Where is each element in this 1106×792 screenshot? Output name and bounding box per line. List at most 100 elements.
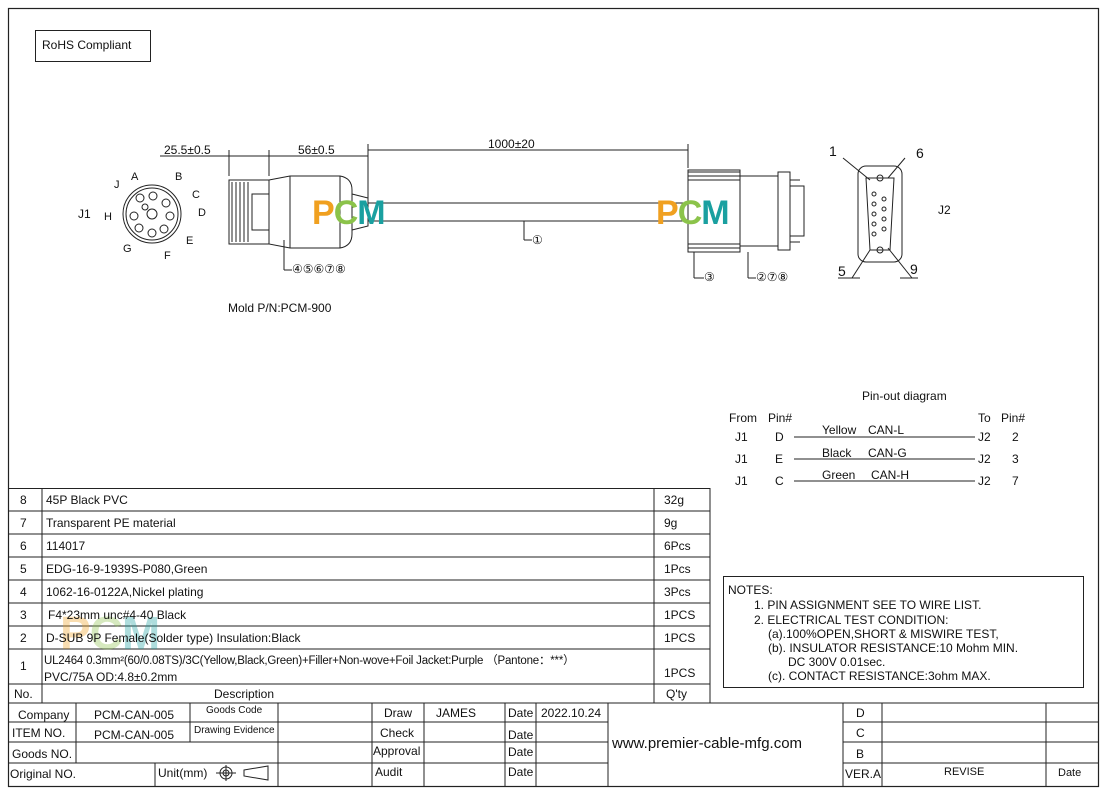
bom-row2-no: 2 (20, 631, 27, 645)
pcm-logo-j2: PCM (656, 194, 730, 232)
bom-row6-desc: 114017 (46, 539, 86, 553)
mold-part-number: Mold P/N:PCM-900 (228, 301, 332, 315)
j1-pin-b: B (175, 171, 183, 183)
tb-rev-c: C (856, 726, 865, 740)
bom-row2-desc: D-SUB 9P Female(Solder type) Insulation:… (46, 631, 301, 645)
pinout-row2-to: J2 (978, 452, 991, 466)
tb-approval-label: Approval (373, 744, 421, 758)
pinout-header-pin-to: Pin# (1001, 411, 1026, 425)
tb-date-label-3: Date (508, 745, 534, 759)
notes-line-2: 2. ELECTRICAL TEST CONDITION: (754, 613, 949, 627)
tb-rev-d: D (856, 706, 865, 720)
bom-row8-no: 8 (20, 493, 27, 507)
tb-date-col: Date (1058, 767, 1082, 779)
bom-row1-qty: 1PCS (664, 666, 696, 680)
tb-rev-b: B (856, 747, 865, 761)
bom-row5-qty: 1Pcs (664, 562, 691, 576)
pinout-row1-to-pin: 2 (1012, 430, 1019, 444)
notes-line-6: (c). CONTACT RESISTANCE:3ohm MAX. (768, 669, 991, 683)
pinout-row2-to-pin: 3 (1012, 452, 1019, 466)
j2-face-pin6: 6 (916, 145, 924, 161)
notes-line-3: (a).100%OPEN,SHORT & MISWIRE TEST, (768, 627, 999, 641)
tb-draw-label: Draw (384, 706, 413, 720)
tb-revise: REVISE (944, 766, 985, 778)
j1-pin-a: A (131, 171, 139, 183)
bom-row1-desc: UL2464 0.3mm²(60/0.08TS)/3C(Yellow,Black… (44, 655, 575, 667)
bom-row7-desc: Transparent PE material (46, 516, 176, 530)
cable-lines (368, 202, 688, 222)
bom-row7-qty: 9g (664, 516, 678, 530)
notes-line-4: (b). INSULATOR RESISTANCE:10 Mohm MIN. (768, 641, 1019, 655)
bom-row4-desc: 1062-16-0122A,Nickel plating (46, 585, 204, 599)
bom-row8-desc: 45P Black PVC (46, 493, 128, 507)
title-block-grid (8, 703, 1098, 786)
pinout-row1-to: J2 (978, 430, 991, 444)
j1-pin-h: H (104, 211, 112, 223)
tb-website: www.premier-cable-mfg.com (612, 735, 803, 752)
pinout-header-from: From (729, 411, 757, 425)
j2-face-pin1: 1 (829, 143, 837, 159)
notes-title: NOTES: (728, 583, 773, 597)
pinout-row3-from-pin: C (775, 474, 784, 488)
tb-goods-no-label: Goods NO. (12, 747, 73, 761)
bom-row3-desc: F4*23mm unc#4-40 Black (48, 608, 187, 622)
pinout-row3-to-pin: 7 (1012, 474, 1019, 488)
j1-pin-f: F (164, 250, 171, 262)
tb-date-label-1: Date (508, 706, 534, 720)
j1-pin-d: D (198, 207, 206, 219)
bom-row5-desc: EDG-16-9-1939S-P080,Green (46, 562, 208, 576)
j1-pin-c: C (192, 189, 200, 201)
callout-cable: ① (532, 233, 543, 247)
notes-line-1: 1. PIN ASSIGNMENT SEE TO WIRE LIST. (754, 598, 982, 612)
pinout-row1-color: Yellow (822, 423, 857, 437)
pinout-wire-lines (794, 436, 975, 482)
tb-unit: Unit(mm) (158, 766, 208, 780)
j2-face (838, 157, 918, 279)
callout-j1: ④⑤⑥⑦⑧ (292, 262, 346, 276)
pinout-title: Pin-out diagram (862, 389, 947, 403)
j1-label: J1 (78, 207, 91, 221)
tb-item: PCM-CAN-005 (94, 728, 175, 742)
callout-j2-left: ③ (704, 270, 715, 284)
pinout-header-to: To (978, 411, 991, 425)
j1-pin-e: E (186, 235, 194, 247)
pinout-row2-from: J1 (735, 452, 748, 466)
pinout-row2-signal: CAN-G (868, 446, 907, 460)
bom-row4-no: 4 (20, 585, 27, 599)
bom-header-qty: Q'ty (666, 687, 687, 701)
tb-check-label: Check (380, 726, 415, 740)
tb-draw-date: 2022.10.24 (541, 706, 602, 720)
bom-header-no: No. (14, 687, 33, 701)
notes-line-5: DC 300V 0.01sec. (788, 655, 886, 669)
pinout-header-pin-from: Pin# (768, 411, 793, 425)
dim-connector: 25.5±0.5 (164, 143, 211, 157)
tb-ver: VER.A (845, 767, 882, 781)
bom-row1-desc2: PVC/75A OD:4.8±0.2mm (44, 670, 178, 684)
pinout-row1-from-pin: D (775, 430, 784, 444)
notes-box (723, 576, 1084, 688)
pinout-row1-signal: CAN-L (868, 423, 905, 437)
j1-connector-body (228, 175, 369, 249)
j1-pin-g: G (123, 243, 132, 255)
bom-row6-no: 6 (20, 539, 27, 553)
pcm-logo-watermark: PCM (60, 607, 160, 659)
j2-face-pin9: 9 (910, 261, 918, 277)
tb-audit-label: Audit (375, 765, 403, 779)
tb-item-label: ITEM NO. (12, 726, 66, 740)
rohs-badge (35, 30, 151, 62)
tb-goods-code: Goods Code (206, 705, 263, 716)
bom-row7-no: 7 (20, 516, 27, 530)
pinout-row3-signal: CAN-H (871, 468, 909, 482)
bom-row4-qty: 3Pcs (664, 585, 691, 599)
dimension-lines (160, 144, 756, 279)
bom-row1-no: 1 (20, 659, 27, 673)
pinout-row3-color: Green (822, 468, 856, 482)
pinout-row3-from: J1 (735, 474, 748, 488)
bom-row8-qty: 32g (664, 493, 685, 507)
pinout-row2-from-pin: E (775, 452, 784, 466)
tb-company-label: Company (18, 708, 70, 722)
pinout-row2-color: Black (822, 446, 852, 460)
pinout-row1-from: J1 (735, 430, 748, 444)
